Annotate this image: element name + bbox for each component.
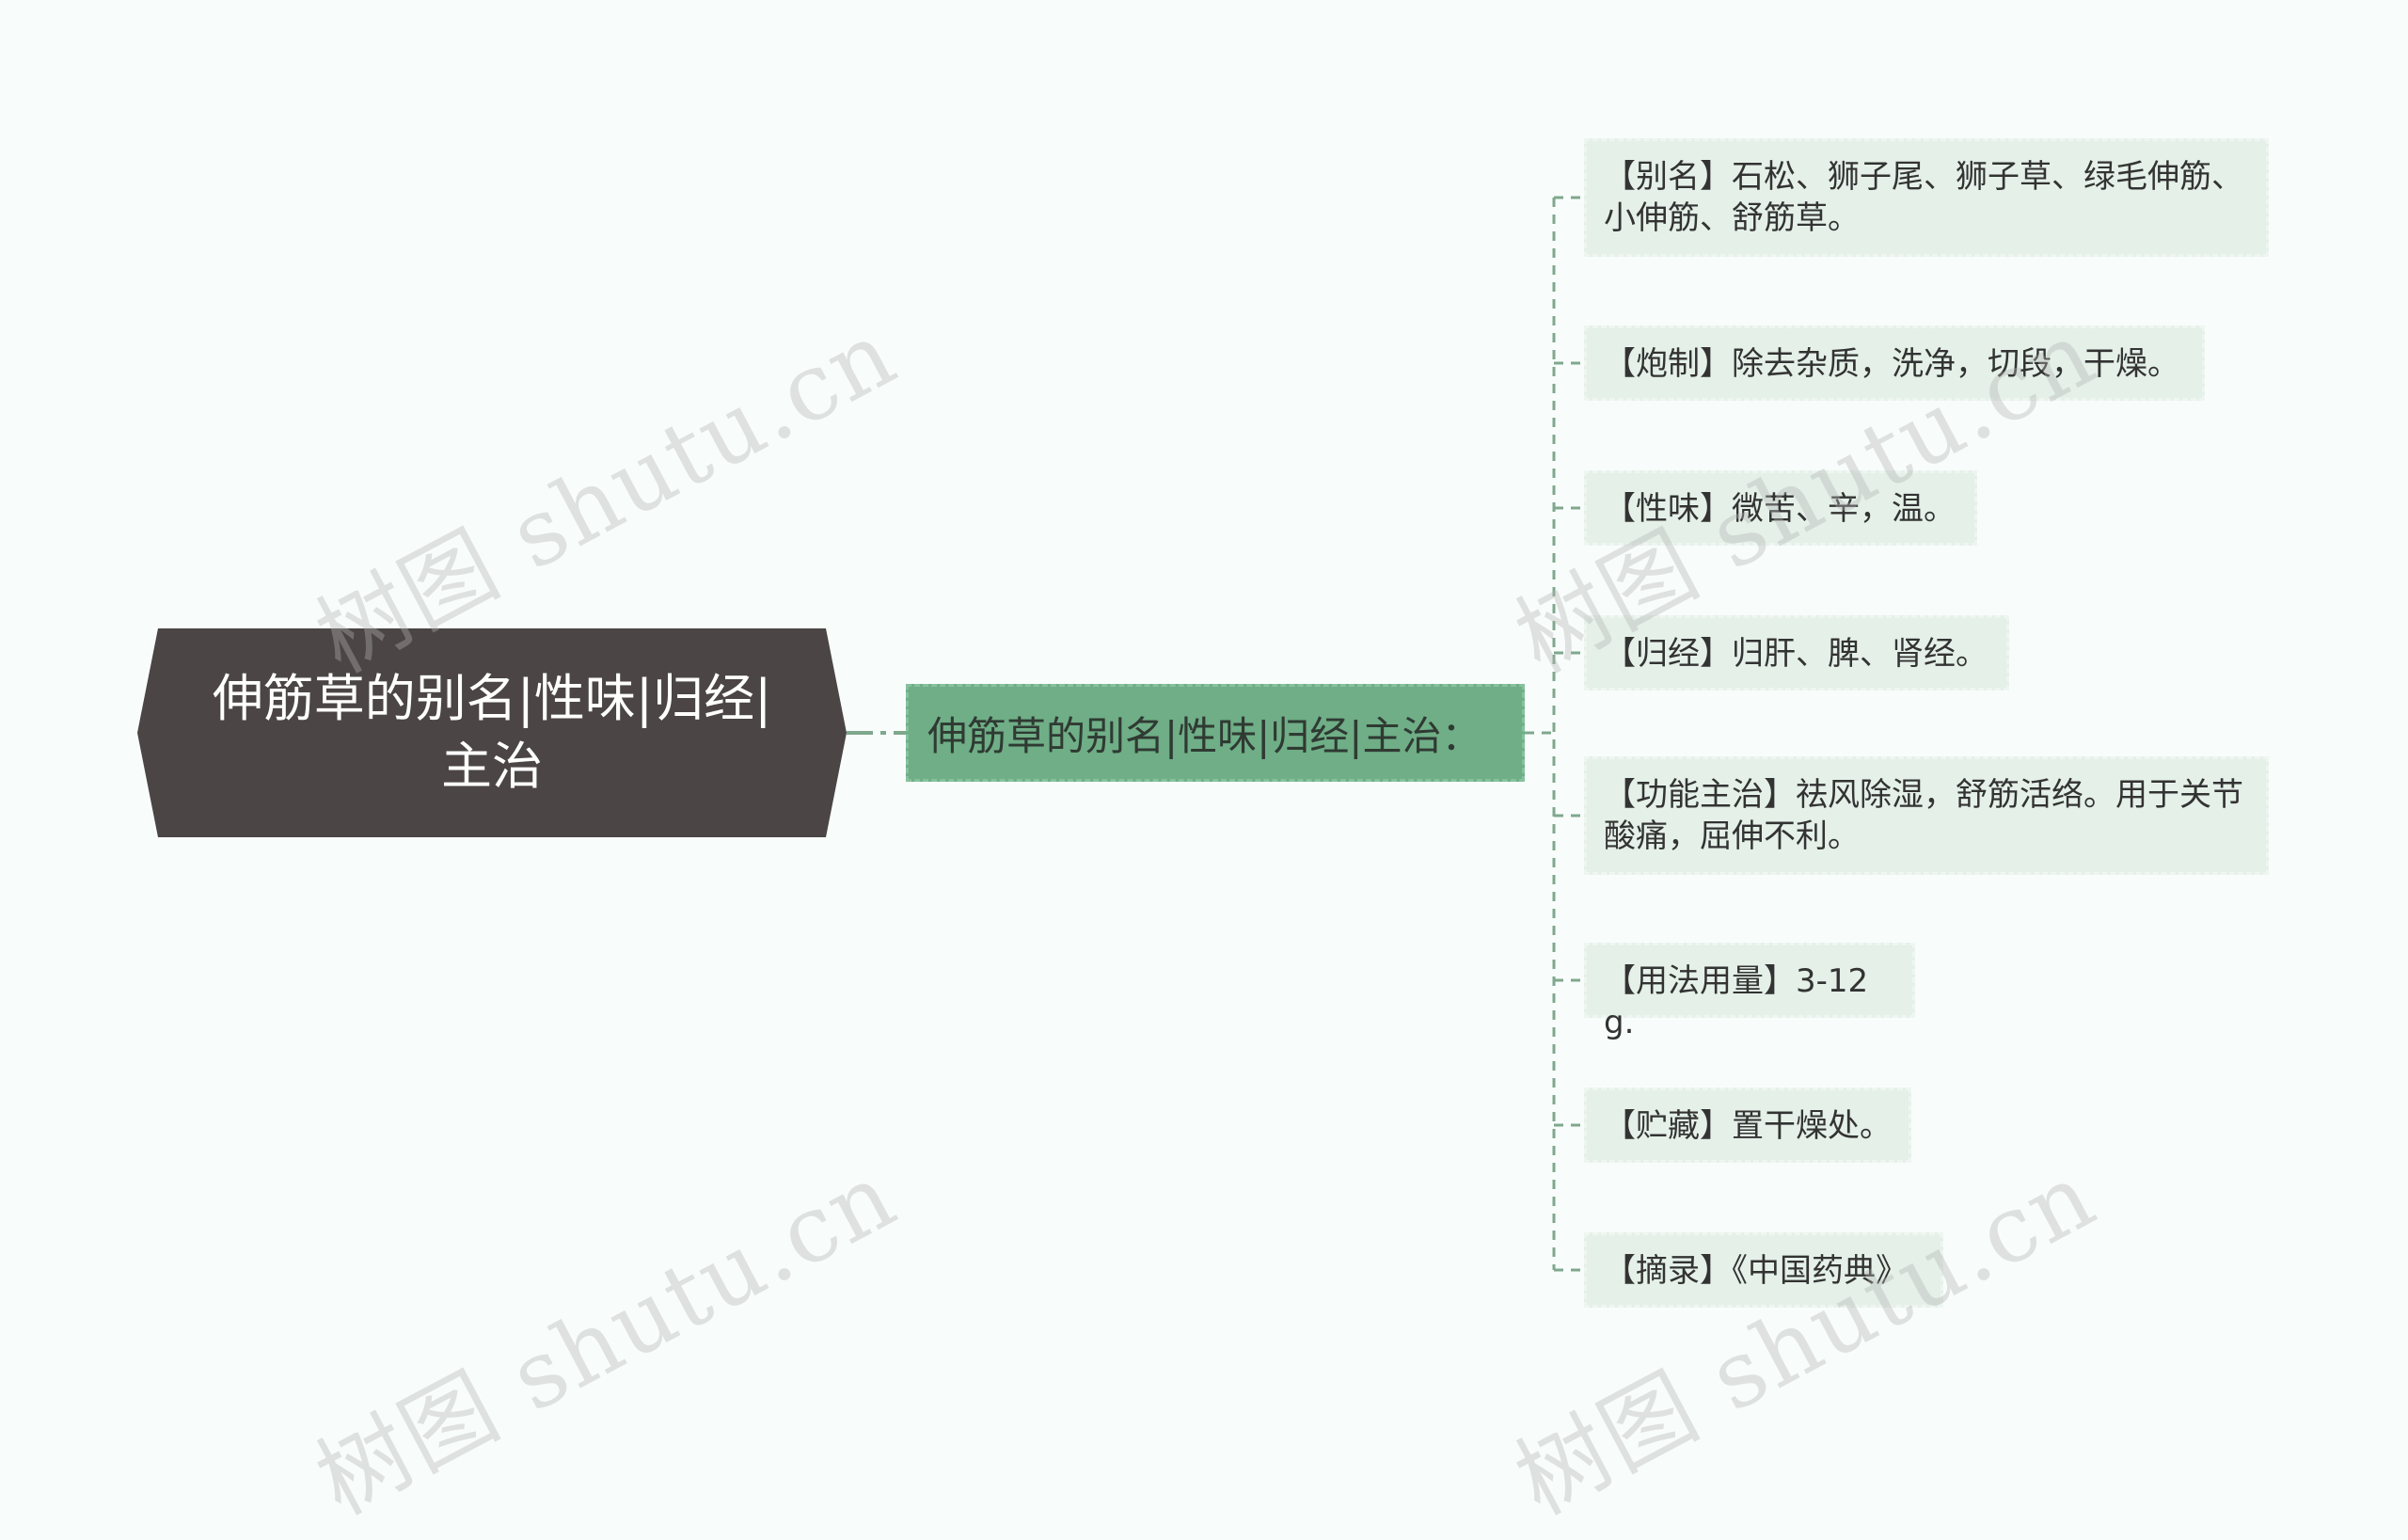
branch-node[interactable]: 伸筋草的别名|性味|归经|主治： (906, 684, 1525, 782)
leaf-node-label: 【摘录】《中国药典》 (1604, 1252, 1908, 1290)
leaf-node-dosage[interactable]: 【用法用量】3-12g. (1584, 943, 1915, 1041)
branch-node-label: 伸筋草的别名|性味|归经|主治： (927, 712, 1481, 759)
leaf-node-alias[interactable]: 【别名】石松、狮子尾、狮子草、绿毛伸筋、小伸筋、舒筋草。 (1584, 138, 2269, 257)
leaf-node-label: 【归经】归肝、脾、肾经。 (1604, 635, 1988, 673)
mindmap-canvas: 伸筋草的别名|性味|归经|主治 伸筋草的别名|性味|归经|主治： 【别名】石松、… (137, 138, 2269, 1536)
leaf-node-nature-flavor[interactable]: 【性味】微苦、辛，温。 (1584, 470, 1977, 546)
leaf-node-label: 【炮制】除去杂质，洗净，切段，干燥。 (1604, 345, 2179, 383)
leaf-node-meridian[interactable]: 【归经】归肝、脾、肾经。 (1584, 615, 2009, 691)
leaf-node-label: 【别名】石松、狮子尾、狮子草、绿毛伸筋、小伸筋、舒筋草。 (1604, 158, 2243, 237)
watermark: 树图 shutu.cn (300, 1141, 913, 1536)
leaf-node-storage[interactable]: 【贮藏】置干燥处。 (1584, 1088, 1911, 1163)
leaf-node-label: 【功能主治】祛风除湿，舒筋活络。用于关节酸痛，屈伸不利。 (1604, 776, 2243, 855)
watermark: 树图 shutu.cn (1499, 1141, 2113, 1536)
root-node-label: 伸筋草的别名|性味|归经|主治 (212, 669, 772, 796)
leaf-node-label: 【贮藏】置干燥处。 (1604, 1107, 1892, 1145)
leaf-node-label: 【性味】微苦、辛，温。 (1604, 490, 1956, 528)
leaf-node-function[interactable]: 【功能主治】祛风除湿，舒筋活络。用于关节酸痛，屈伸不利。 (1584, 756, 2269, 875)
root-node[interactable]: 伸筋草的别名|性味|归经|主治 (137, 628, 847, 837)
leaf-node-source[interactable]: 【摘录】《中国药典》 (1584, 1232, 1943, 1308)
leaf-node-label: 【用法用量】3-12g. (1604, 962, 1869, 1041)
leaf-node-processing[interactable]: 【炮制】除去杂质，洗净，切段，干燥。 (1584, 325, 2205, 401)
root-hexagon-shape (137, 628, 847, 837)
